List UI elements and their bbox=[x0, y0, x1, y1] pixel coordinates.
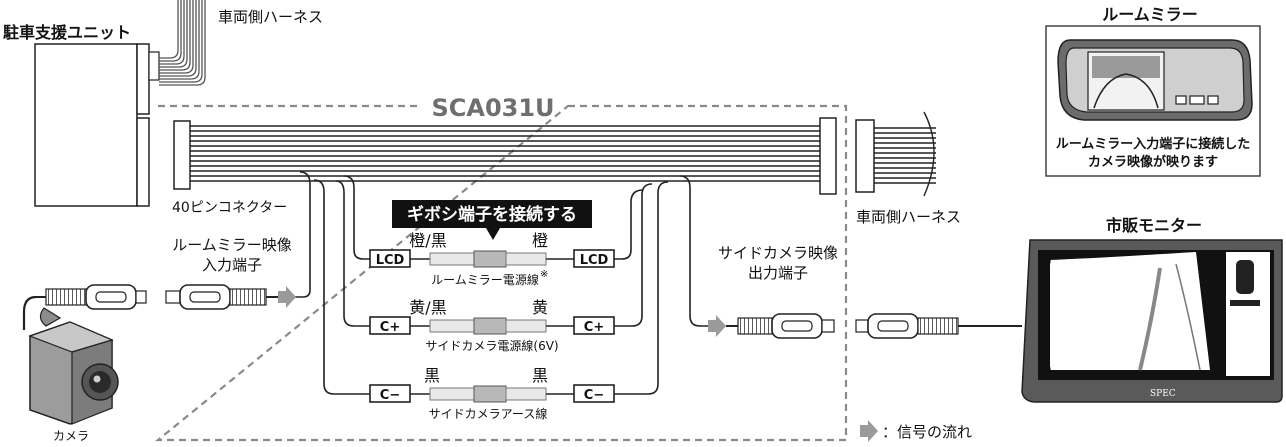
monitor-label: 市販モニター bbox=[1106, 216, 1202, 235]
vehicle-harness-top bbox=[159, 0, 206, 86]
giboshi-female bbox=[505, 387, 547, 401]
tag-right-text: C+ bbox=[584, 320, 604, 335]
tag-right bbox=[573, 384, 615, 403]
giboshi-pointer bbox=[486, 228, 500, 240]
tag-left-text: C− bbox=[380, 388, 400, 403]
wire-name: ルームミラー電源線 bbox=[431, 272, 539, 287]
rca-jack-icon bbox=[726, 313, 835, 339]
monitor-icon bbox=[1021, 239, 1283, 403]
giboshi-male bbox=[429, 319, 475, 333]
camera-label: カメラ bbox=[53, 429, 89, 443]
giboshi-banner-text: ギボシ端子を接続する bbox=[407, 204, 577, 225]
wire-note-mark: ※ bbox=[540, 269, 548, 280]
wire-row-cminus: C− C− 黒 黒 サイドカメラアース線 bbox=[369, 366, 615, 421]
rca-plug-icon bbox=[165, 284, 278, 310]
signal-arrow-icon bbox=[278, 286, 296, 308]
parking-unit bbox=[34, 43, 160, 207]
mirror-input-label-1: ルームミラー映像 bbox=[172, 236, 292, 254]
wire-color-left: 橙/黒 bbox=[409, 231, 446, 250]
giboshi-banner bbox=[392, 200, 592, 228]
flow-legend: ：信号の流れ bbox=[882, 423, 972, 441]
giboshi-sleeve bbox=[473, 317, 507, 335]
tag-right bbox=[573, 249, 615, 268]
giboshi-female bbox=[505, 252, 547, 266]
wire-color-left: 黄/黒 bbox=[409, 298, 446, 317]
tag-right-text: LCD bbox=[580, 253, 609, 268]
mirror-note-2: カメラ映像が映ります bbox=[1088, 154, 1218, 170]
main-harness bbox=[190, 125, 820, 182]
room-mirror-icon bbox=[1057, 39, 1253, 121]
giboshi-male bbox=[429, 387, 475, 401]
vehicle-harness-top-label: 車両側ハーネス bbox=[218, 8, 323, 26]
tag-left-text: C+ bbox=[380, 320, 400, 335]
wire-color-right: 橙 bbox=[532, 231, 548, 250]
tag-left-text: LCD bbox=[376, 253, 405, 268]
wire-row-lcd: LCD LCD 橙/黒 橙 ルームミラー電源線 ※ bbox=[369, 231, 615, 287]
giboshi-sleeve bbox=[473, 385, 507, 403]
vehicle-harness-right-label: 車両側ハーネス bbox=[856, 208, 961, 226]
vehicle-harness-right bbox=[874, 111, 936, 197]
signal-arrow-icon bbox=[708, 315, 726, 337]
wire-color-right: 黄 bbox=[532, 298, 548, 317]
wire-color-right: 黒 bbox=[532, 366, 548, 385]
mirror-input-label-2: 入力端子 bbox=[202, 256, 262, 274]
giboshi-sleeve bbox=[473, 250, 507, 268]
connector-40pin bbox=[173, 120, 191, 190]
tag-right bbox=[573, 316, 615, 335]
product-code: SCA031U bbox=[431, 94, 554, 122]
vehicle-connector bbox=[819, 117, 837, 195]
monitor-brand: SPEC bbox=[1150, 389, 1176, 399]
parking-unit-label: 駐車支援ユニット bbox=[3, 23, 131, 42]
side-output-label-1: サイドカメラ映像 bbox=[718, 244, 838, 262]
camera-icon bbox=[22, 284, 147, 425]
product-frame bbox=[154, 104, 848, 442]
giboshi-male bbox=[429, 252, 475, 266]
side-output-label-2: 出力端子 bbox=[748, 264, 808, 282]
giboshi-female bbox=[505, 319, 547, 333]
connector-40pin-label: 40ピンコネクター bbox=[172, 200, 287, 216]
mirror-note-1: ルームミラー入力端子に接続した bbox=[1056, 136, 1251, 152]
rca-plug-icon bbox=[855, 313, 1022, 339]
wire-row-cplus: C+ C+ 黄/黒 黄 サイドカメラ電源線(6V) bbox=[369, 298, 615, 353]
wire-name: サイドカメラアース線 bbox=[429, 406, 548, 421]
signal-arrow-icon bbox=[860, 420, 878, 442]
room-mirror-label: ルームミラー bbox=[1102, 5, 1198, 24]
tag-right-text: C− bbox=[584, 388, 604, 403]
wire-color-left: 黒 bbox=[424, 366, 440, 385]
vehicle-connector-mate bbox=[855, 119, 875, 193]
branch-wires bbox=[295, 171, 708, 395]
wire-name: サイドカメラ電源線(6V) bbox=[425, 338, 558, 353]
